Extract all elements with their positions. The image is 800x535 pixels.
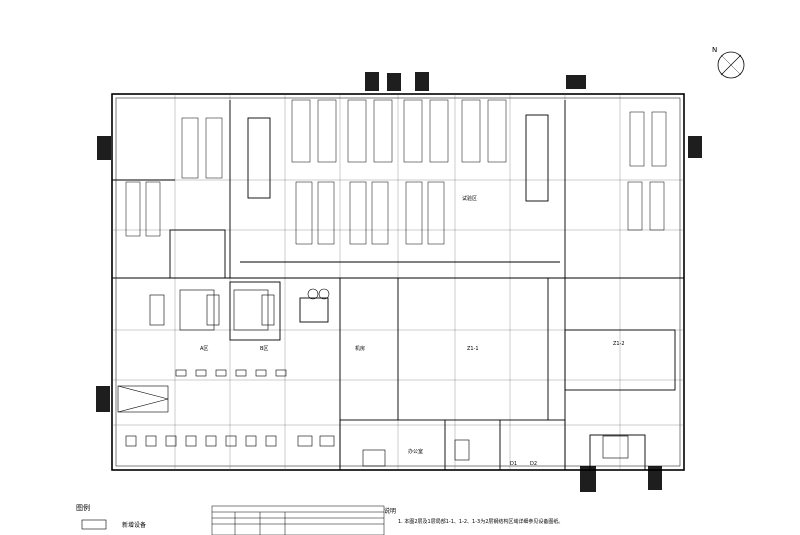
equipment-racks bbox=[125, 99, 667, 245]
legend-swatch bbox=[81, 519, 107, 530]
notes-line: 1. 本图2层及1层局部1-1、1-2、1-3为2层钢结构区域详细参见设备图纸。 bbox=[398, 518, 563, 525]
notes: 说明 1. 本图2层及1层局部1-1、1-2、1-3为2层钢结构区域详细参见设备… bbox=[384, 507, 563, 525]
north-arrow: N bbox=[712, 46, 745, 79]
north-label: N bbox=[712, 46, 717, 54]
room-label: A区 bbox=[200, 346, 208, 352]
room-labels: 试验区 机房 Z1-1 Z1-2 办公室 A区 B区 D1 D2 bbox=[200, 195, 625, 467]
legend-title: 图例 bbox=[76, 503, 90, 512]
room-label: 机房 bbox=[355, 345, 365, 352]
room-label: D2 bbox=[530, 461, 537, 467]
notes-title: 说明 bbox=[384, 507, 396, 515]
partition-walls bbox=[112, 100, 684, 471]
legend-item-label: 新增设备 bbox=[122, 521, 146, 529]
legend: 图例 新增设备 bbox=[76, 503, 146, 530]
room-label: B区 bbox=[260, 346, 268, 352]
machine-blocks bbox=[117, 288, 629, 467]
room-label: D1 bbox=[510, 461, 517, 467]
room-label: Z1-2 bbox=[613, 341, 625, 347]
room-label: 办公室 bbox=[408, 448, 423, 455]
room-label: 试验区 bbox=[462, 195, 477, 202]
room-label: Z1-1 bbox=[467, 346, 479, 352]
title-block bbox=[211, 505, 385, 535]
roof-units bbox=[96, 72, 702, 492]
